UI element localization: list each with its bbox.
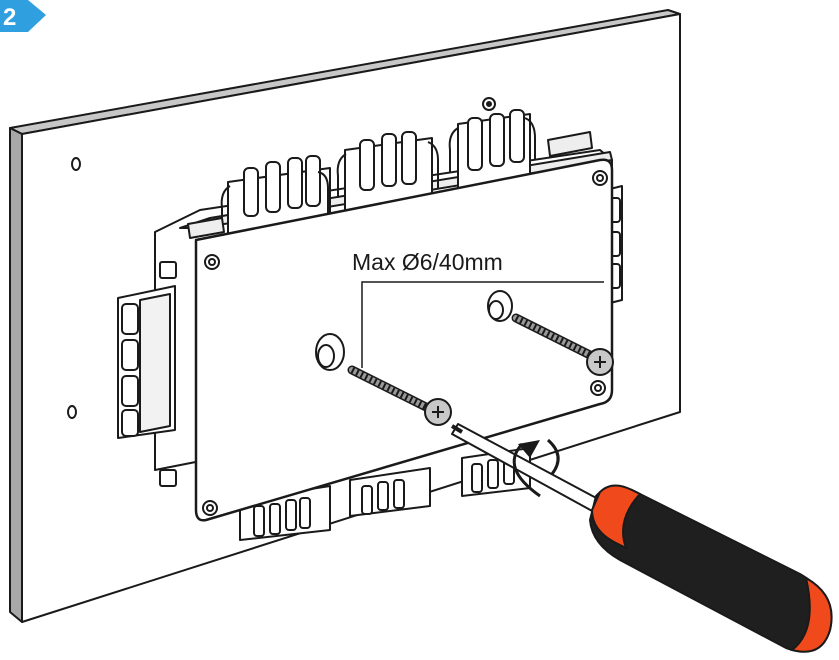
- step-number: 2: [3, 4, 16, 31]
- step-badge: 2: [0, 0, 46, 32]
- callout-leader-line: [361, 281, 604, 368]
- screw-spec-label: Max Ø6/40mm: [352, 249, 503, 275]
- screwdriver-end-cap: [789, 576, 833, 653]
- screw-left: [347, 365, 452, 426]
- top-right-clip: [547, 131, 593, 157]
- bottom-connectors: [239, 447, 531, 541]
- wall-hole-top: [71, 157, 81, 171]
- wall-panel-side-edge: [9, 127, 23, 623]
- screwdriver-icon: [450, 423, 833, 653]
- screw-right: [511, 313, 614, 376]
- clockwise-rotation-arrow-icon: [512, 438, 560, 498]
- top-left-clip: [187, 217, 225, 239]
- top-connectors: [220, 97, 536, 241]
- screw-spec-callout: Max Ø6/40mm: [352, 249, 604, 368]
- screwdriver-ferrule: [590, 484, 642, 551]
- mounting-plate: [194, 158, 614, 522]
- step-badge-shape: [0, 0, 46, 32]
- left-connector: [117, 261, 177, 487]
- wall-hole-bottom: [67, 405, 77, 419]
- plate-corner-screws: [202, 170, 608, 516]
- plate-mounting-holes: [315, 290, 513, 371]
